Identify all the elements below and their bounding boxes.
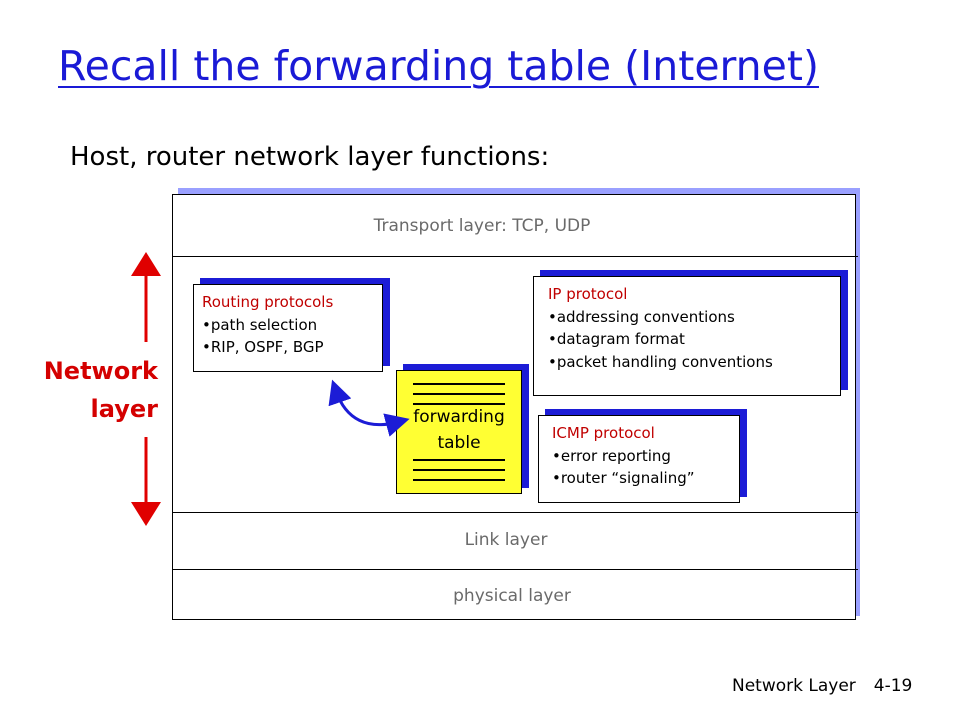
icmp-protocol-item: •error reporting [552, 446, 671, 465]
network-layer-label-line2: layer [90, 395, 158, 423]
ip-protocol-item: •datagram format [548, 330, 685, 348]
routing-protocols-item: •RIP, OSPF, BGP [202, 338, 324, 356]
ip-protocol-heading: IP protocol [548, 285, 628, 303]
link-divider [172, 569, 858, 570]
forwarding-table-label-line1: forwarding [413, 407, 505, 427]
forwarding-table-label-line2: table [437, 433, 481, 453]
transport-divider [172, 256, 858, 257]
routing-protocols-heading: Routing protocols [202, 293, 334, 311]
protocol-stack-frame [172, 194, 856, 620]
forwarding-table [396, 370, 522, 494]
link-layer-label: Link layer [464, 530, 548, 550]
ip-protocol-item: •addressing conventions [548, 307, 735, 326]
network-divider [172, 512, 858, 513]
forwarding-table-label: forwarding table [396, 404, 522, 456]
slide-footer: Network Layer 4-19 [732, 676, 912, 696]
icmp-protocol-box: ICMP protocol •error reporting •router “… [538, 415, 740, 503]
network-layer-label: Network layer [22, 352, 158, 428]
page-title: Recall the forwarding table (Internet) [58, 42, 819, 90]
transport-layer-label: Transport layer: TCP, UDP [373, 216, 591, 236]
icmp-protocol-heading: ICMP protocol [552, 424, 655, 442]
physical-layer-label: physical layer [453, 586, 571, 606]
routing-protocols-box: Routing protocols •path selection •RIP, … [193, 284, 383, 372]
ip-protocol-box: IP protocol •addressing conventions •dat… [533, 276, 841, 396]
subtitle: Host, router network layer functions: [70, 142, 550, 172]
footer-page-number: 4-19 [873, 676, 913, 696]
routing-protocols-item: •path selection [202, 315, 318, 334]
icmp-protocol-item: •router “signaling” [552, 469, 695, 487]
ip-protocol-item: •packet handling conventions [548, 352, 773, 371]
network-layer-label-line1: Network [43, 357, 158, 385]
footer-chapter: Network Layer [732, 676, 856, 696]
